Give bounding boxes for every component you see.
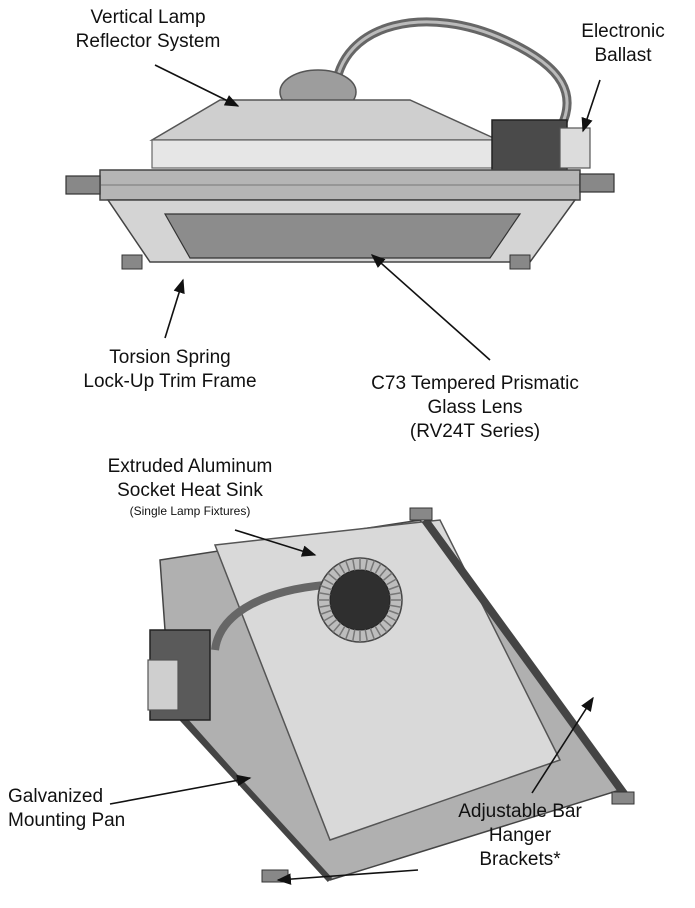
arrow-reflector [154, 64, 240, 107]
arrow-hanger-right [531, 696, 594, 794]
reflector-housing [149, 99, 499, 141]
top-fixture [65, 17, 615, 270]
top-right-bracket [579, 173, 615, 193]
bottom-conduit-cable [211, 581, 326, 651]
bottom-fixture [147, 507, 635, 883]
hanger-bar-left [162, 697, 333, 883]
label-lens: C73 Tempered Prismatic Glass Lens (RV24T… [371, 373, 579, 442]
reflector-top-plate [213, 519, 562, 841]
arrow-heatsink [234, 529, 317, 557]
arrow-ballast [581, 79, 601, 133]
arrow-lens [370, 254, 491, 361]
ballast-box [491, 119, 568, 179]
label-heatsink: Extruded Aluminum Socket Heat Sink (Sing… [107, 456, 273, 518]
hanger-bar-right [421, 517, 629, 798]
arrow-hanger-left [276, 869, 419, 885]
label-torsion: Torsion Spring Lock-Up Trim Frame [83, 347, 257, 392]
leader-lines [109, 64, 601, 885]
bottom-heat-sink [317, 557, 403, 643]
arrow-pan [109, 774, 252, 805]
glass-lens [163, 213, 522, 259]
arrow-torsion [164, 278, 185, 339]
label-reflector: Vertical Lamp Reflector System [75, 7, 221, 52]
label-pan: Galvanized Mounting Pan [8, 786, 126, 831]
label-hanger: Adjustable Bar Hanger Brackets* [458, 801, 582, 870]
label-ballast: Electronic Ballast [581, 21, 665, 66]
top-left-bracket [65, 175, 101, 195]
